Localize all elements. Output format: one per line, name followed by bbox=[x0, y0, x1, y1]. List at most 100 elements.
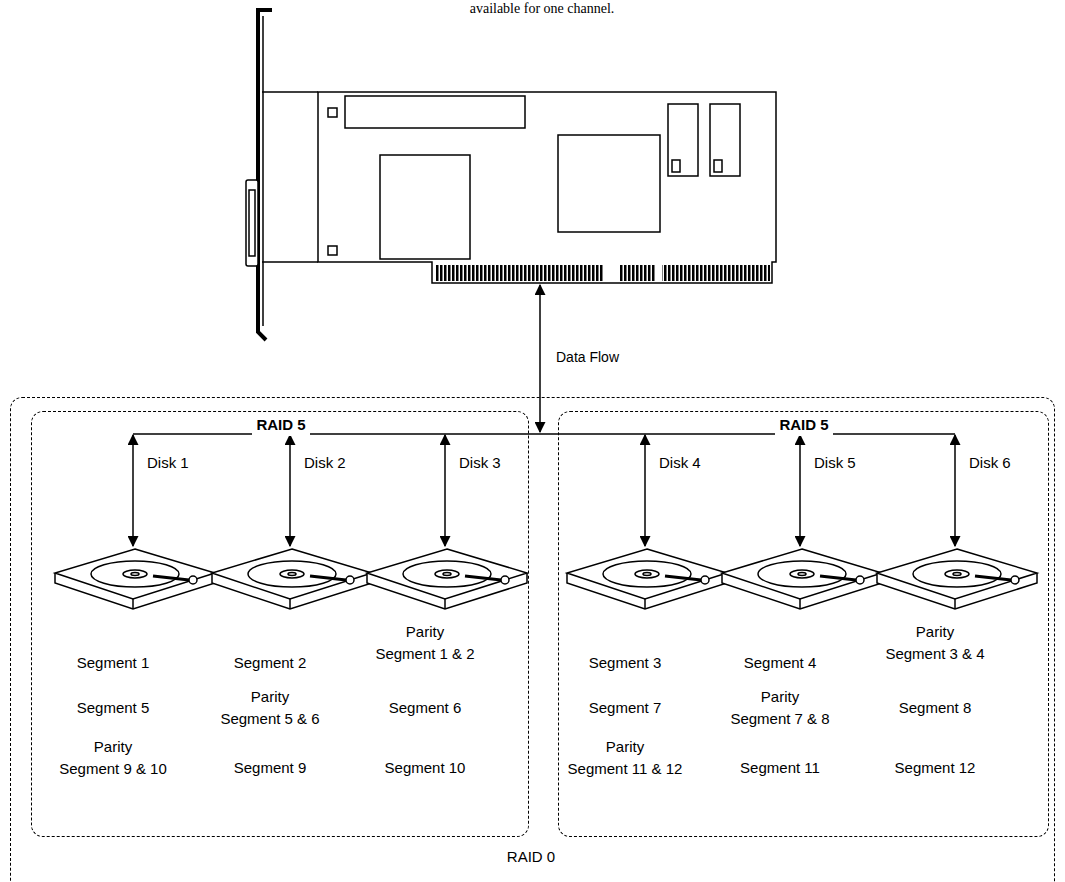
disk-arrow bbox=[444, 435, 446, 546]
disk-pivot bbox=[346, 576, 354, 584]
bracket-flange bbox=[262, 92, 318, 262]
disk-label: Disk 2 bbox=[304, 452, 346, 474]
raid-5-group: RAID 5 Segment 1 Segment 5 Parity Segment 9… bbox=[31, 411, 529, 837]
text-slot: Segment 6 bbox=[389, 697, 462, 719]
segment-label: Segment 11 bbox=[740, 757, 820, 779]
segment-label: Parity Segment 7 & 8 bbox=[730, 686, 829, 730]
disk-edge bbox=[289, 599, 291, 609]
segment-label: Segment 2 bbox=[234, 652, 307, 674]
memory-chip bbox=[668, 104, 698, 176]
disk-arrow bbox=[132, 435, 134, 546]
text-slot: RAID 5 bbox=[775, 414, 832, 436]
disk-edge bbox=[132, 599, 134, 609]
card-bracket bbox=[258, 10, 272, 340]
label-slot: Data Flow bbox=[556, 347, 619, 367]
label-slot: Disk 5 bbox=[814, 452, 856, 474]
raid-label: RAID 5 bbox=[775, 414, 832, 436]
disk-illustration bbox=[372, 547, 522, 617]
disk-drive: Segment 1 Segment 5 Parity Segment 9 & 10 bbox=[60, 542, 210, 792]
disk-hub bbox=[790, 570, 814, 578]
text-slot: Segment 3 bbox=[589, 652, 662, 674]
edge-connector bbox=[662, 265, 770, 281]
chip bbox=[380, 155, 470, 259]
text-slot: Segment 1 bbox=[77, 652, 150, 674]
disk-pivot bbox=[189, 576, 197, 584]
text-slot: Parity Segment 3 & 4 bbox=[885, 621, 984, 665]
disk-arrow bbox=[954, 435, 956, 546]
disk-top bbox=[877, 549, 1037, 599]
disk-top bbox=[55, 549, 215, 599]
internal-connector bbox=[345, 96, 525, 128]
text-slot: Parity Segment 7 & 8 bbox=[730, 686, 829, 730]
disk-pivot bbox=[701, 576, 709, 584]
data-paths bbox=[133, 285, 955, 546]
data-flow-arrow bbox=[539, 285, 541, 432]
circuit-board bbox=[318, 92, 776, 283]
disk-drawing bbox=[567, 549, 727, 609]
segment-label: Segment 4 bbox=[744, 652, 817, 674]
label-slot: Disk 6 bbox=[969, 452, 1011, 474]
text-slot: Segment 7 bbox=[589, 697, 662, 719]
disk-hub bbox=[280, 570, 304, 578]
segment-label: Segment 6 bbox=[389, 697, 462, 719]
disk-hub bbox=[635, 570, 659, 578]
disk-drawing bbox=[367, 549, 527, 609]
label-slot: available for one channel. bbox=[470, 0, 615, 19]
controller-card bbox=[246, 10, 776, 340]
disk-label: Disk 5 bbox=[814, 452, 856, 474]
segment-label: Segment 7 bbox=[589, 697, 662, 719]
memory-chip bbox=[710, 104, 740, 176]
disk-drawing bbox=[55, 549, 215, 609]
label-slot: Disk 3 bbox=[459, 452, 501, 474]
disk-label: Disk 3 bbox=[459, 452, 501, 474]
flow-label: Data Flow bbox=[556, 347, 619, 367]
text-slot: Parity Segment 9 & 10 bbox=[59, 736, 167, 780]
text-slot: Segment 5 bbox=[77, 697, 150, 719]
bracket-edge bbox=[262, 16, 264, 326]
segment-label: Segment 8 bbox=[899, 697, 972, 719]
cropped-note: available for one channel. bbox=[470, 0, 615, 19]
text-slot: Segment 10 bbox=[385, 757, 466, 779]
segment-label: Parity Segment 11 & 12 bbox=[568, 736, 683, 780]
text-slot: Parity Segment 1 & 2 bbox=[375, 621, 474, 665]
disk-top bbox=[722, 549, 882, 599]
disk-label: Disk 6 bbox=[969, 452, 1011, 474]
disk-illustration bbox=[217, 547, 367, 617]
segment-label: Segment 10 bbox=[385, 757, 466, 779]
segment-label: Parity Segment 5 & 6 bbox=[220, 686, 319, 730]
text-slot: Segment 4 bbox=[744, 652, 817, 674]
disk-edge bbox=[799, 599, 801, 609]
disk-spindle bbox=[131, 573, 139, 576]
chip-notch bbox=[672, 160, 680, 172]
disk-platter bbox=[913, 561, 1001, 587]
disk-label: Disk 1 bbox=[147, 452, 189, 474]
disk-arrow bbox=[289, 435, 291, 546]
disk-hub bbox=[435, 570, 459, 578]
disk-edge bbox=[444, 599, 446, 609]
disk-drive: Parity Segment 1 & 2 Segment 6 Segment 10 bbox=[372, 542, 522, 792]
segment-label: Parity Segment 3 & 4 bbox=[885, 621, 984, 665]
disk-drawing bbox=[212, 549, 372, 609]
disk-pivot bbox=[856, 576, 864, 584]
text-slot: Segment 11 bbox=[740, 757, 820, 779]
disk-spindle bbox=[953, 573, 961, 576]
text-slot: Segment 9 bbox=[234, 757, 307, 779]
label-slot: Disk 1 bbox=[147, 452, 189, 474]
disk-drive: Segment 3Segment 7Parity Segment 11 & 12 bbox=[572, 542, 722, 792]
disk-arm bbox=[465, 576, 501, 580]
disk-hub bbox=[945, 570, 969, 578]
text-slot: Segment 8 bbox=[899, 697, 972, 719]
disk-spindle bbox=[798, 573, 806, 576]
disk-arm bbox=[975, 576, 1011, 580]
disk-arm bbox=[820, 576, 856, 580]
text-slot: RAID 5 bbox=[252, 414, 309, 436]
disk-arrow bbox=[644, 435, 646, 546]
disk-pivot bbox=[1011, 576, 1019, 584]
processor-chip bbox=[558, 135, 660, 232]
segment-label: Segment 12 bbox=[895, 757, 976, 779]
label-slot: Disk 4 bbox=[659, 452, 701, 474]
edge-connector bbox=[619, 265, 655, 281]
text-slot: Segment 12 bbox=[895, 757, 976, 779]
segment-label: Segment 3 bbox=[589, 652, 662, 674]
